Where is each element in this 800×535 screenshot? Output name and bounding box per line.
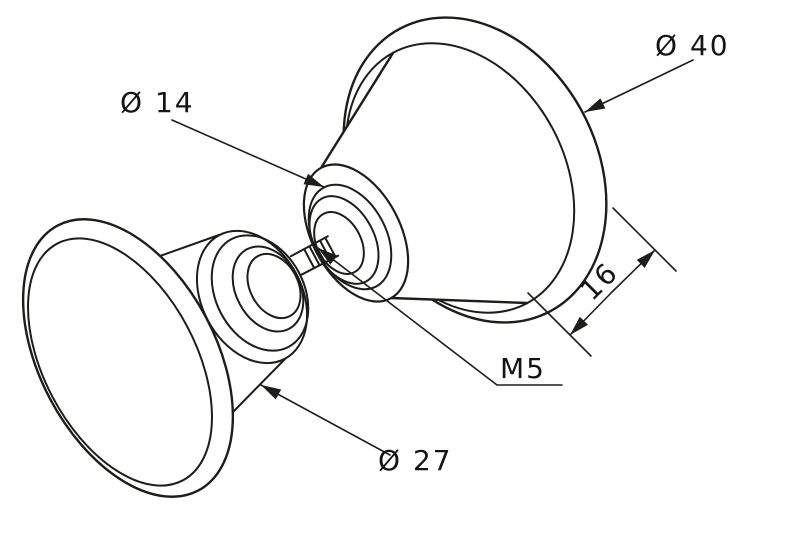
depth-dimension-line-right [611, 249, 656, 293]
dia14-leader-line [171, 119, 325, 188]
dimension-knob-diameter: Ø 27 [260, 384, 453, 477]
right-knob [302, 16, 608, 324]
thread-crest-line [308, 246, 321, 266]
left-knob-cap [21, 218, 286, 498]
face-ring-mid [308, 195, 380, 285]
depth-dimension-line-left [569, 291, 613, 336]
dia27-leader-line [260, 384, 391, 456]
thread-crest-line [303, 248, 315, 269]
collar-ring-3 [231, 245, 305, 333]
body-top-silhouette [319, 51, 395, 170]
depth-extension-line-b [612, 207, 677, 272]
collar-ring-4 [246, 252, 302, 320]
dia14-label: Ø 14 [120, 86, 195, 119]
neck-top-silhouette [159, 234, 220, 257]
dimension-thread-size: M5 [317, 247, 563, 386]
dimension-flange-diameter: Ø 40 [584, 29, 730, 113]
dia40-label: Ø 40 [655, 29, 730, 62]
cap-outer-ellipse [21, 218, 235, 498]
m5-leader-line [317, 247, 563, 386]
body-bottom-silhouette [389, 296, 529, 305]
cap-face-ellipse [27, 237, 213, 487]
dimension-collar-diameter: Ø 14 [120, 86, 325, 188]
dia40-leader-line [584, 59, 694, 113]
neck-bottom-silhouette [232, 358, 286, 413]
m5-label: M5 [500, 352, 546, 385]
depth-extension-line-a [527, 292, 592, 357]
collar-ring-2 [210, 234, 310, 352]
dia27-label: Ø 27 [378, 444, 453, 477]
